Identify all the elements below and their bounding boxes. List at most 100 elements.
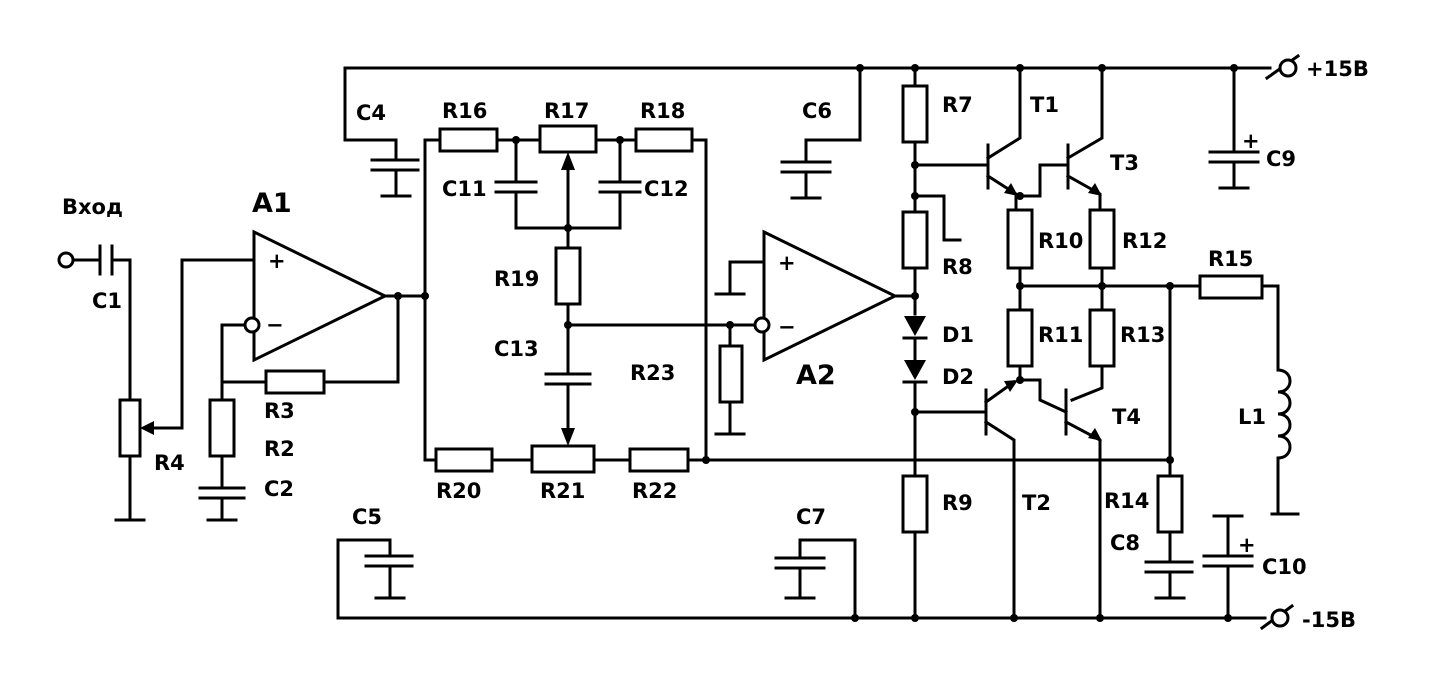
r7-label: R7: [942, 93, 973, 117]
capacitor-c1: [98, 244, 132, 402]
resistor-r14: [1156, 456, 1184, 564]
c6-label: C6: [802, 99, 832, 123]
l1-label: L1: [1238, 405, 1266, 429]
r2-label: R2: [264, 437, 295, 461]
r9-label: R9: [942, 491, 973, 515]
c7-label: C7: [796, 505, 826, 529]
decoupling-wires-a1: [336, 138, 398, 558]
inductor-l1: [1270, 368, 1300, 516]
c8-label: C8: [1110, 531, 1140, 555]
input-terminal: [57, 251, 102, 269]
junction-r7-rail: [911, 64, 919, 72]
opamp-a1: [180, 229, 429, 363]
supply-wire-left: [336, 66, 347, 620]
c10-label: C10: [1262, 555, 1307, 579]
junction-c6-rail: [856, 64, 864, 72]
a1-label: A1: [252, 188, 292, 219]
resistor-r23: [714, 321, 746, 436]
capacitor-c5: [364, 554, 414, 600]
r15-label: R15: [1208, 247, 1253, 271]
resistor-r8: [901, 194, 962, 316]
resistor-r20: [434, 447, 494, 473]
t2-label: T2: [1022, 491, 1051, 515]
resistor-r17: [538, 124, 598, 230]
a1-minus-sign: −: [266, 313, 284, 337]
resistor-r4: [114, 258, 184, 522]
t3-label: T3: [1110, 151, 1139, 175]
capacitor-c2: [198, 486, 246, 522]
r14-label: R14: [1104, 489, 1149, 513]
resistor-r13: [1070, 308, 1116, 402]
r8-label: R8: [942, 255, 973, 279]
a2-plus-sign: +: [778, 251, 796, 275]
c9-label: C9: [1266, 147, 1296, 171]
diode-d2: [902, 360, 928, 478]
r11-label: R11: [1038, 323, 1083, 347]
c4-label: C4: [356, 101, 386, 125]
negative-rail-label: -15В: [1302, 608, 1356, 632]
negative-rail: [336, 603, 1295, 631]
positive-rail: [343, 53, 1301, 81]
d2-label: D2: [942, 365, 974, 389]
d1-label: D1: [942, 323, 974, 347]
transistor-t2: [913, 379, 1018, 622]
transistor-t4: [1063, 388, 1104, 622]
transistor-t1: [913, 64, 1024, 212]
r23-label: R23: [630, 361, 675, 385]
capacitor-c6: [780, 138, 862, 200]
input-label: Вход: [62, 195, 123, 219]
r10-label: R10: [1038, 229, 1083, 253]
c1-label: C1: [92, 289, 122, 313]
r16-label: R16: [442, 99, 487, 123]
resistor-r10: [1006, 208, 1034, 312]
capacitor-c10: [1202, 514, 1254, 622]
r20-label: R20: [436, 479, 481, 503]
junction-r22: [702, 456, 710, 464]
resistor-r22: [628, 447, 690, 473]
capacitor-c4: [370, 158, 420, 198]
c13-label: C13: [494, 337, 539, 361]
diode-d1: [902, 316, 928, 362]
r19-label: R19: [494, 267, 539, 291]
r17-label: R17: [544, 99, 589, 123]
c2-label: C2: [264, 477, 294, 501]
resistor-r21: [530, 444, 596, 474]
capacitor-c9: [1208, 64, 1260, 190]
r22-label: R22: [632, 479, 677, 503]
resistor-r11: [1006, 308, 1068, 414]
resistor-r2: [208, 380, 236, 488]
resistor-r12: [1088, 208, 1116, 312]
resistor-r19: [554, 226, 582, 374]
opamp-a2: [714, 229, 917, 363]
junction-c7-rail: [851, 614, 859, 622]
resistor-r16: [438, 127, 499, 153]
c10-plus-sign: +: [1238, 533, 1256, 557]
resistor-r15: [1198, 274, 1280, 372]
transistor-t3: [1014, 64, 1106, 212]
positive-rail-label: +15В: [1306, 57, 1369, 81]
t4-label: T4: [1112, 405, 1141, 429]
capacitor-c7: [774, 538, 857, 600]
r13-label: R13: [1120, 323, 1165, 347]
junction-output: [1166, 282, 1174, 290]
supply-wire-a2: [853, 66, 862, 620]
resistor-r7: [901, 84, 929, 214]
r3-label: R3: [264, 399, 295, 423]
c11-label: C11: [442, 177, 487, 201]
r18-label: R18: [640, 99, 685, 123]
capacitor-c8: [1144, 560, 1194, 600]
c5-label: C5: [352, 505, 382, 529]
c12-label: C12: [644, 177, 689, 201]
r12-label: R12: [1122, 229, 1167, 253]
a2-minus-sign: −: [778, 315, 796, 339]
a1-plus-sign: +: [268, 249, 286, 273]
t1-label: T1: [1030, 93, 1059, 117]
capacitor-c13: [544, 372, 592, 446]
c9-plus-sign: +: [1242, 129, 1260, 153]
resistor-r9: [901, 474, 929, 622]
r21-label: R21: [540, 479, 585, 503]
a2-label: A2: [796, 360, 836, 391]
r4-label: R4: [154, 451, 185, 475]
resistor-r18: [634, 127, 694, 153]
